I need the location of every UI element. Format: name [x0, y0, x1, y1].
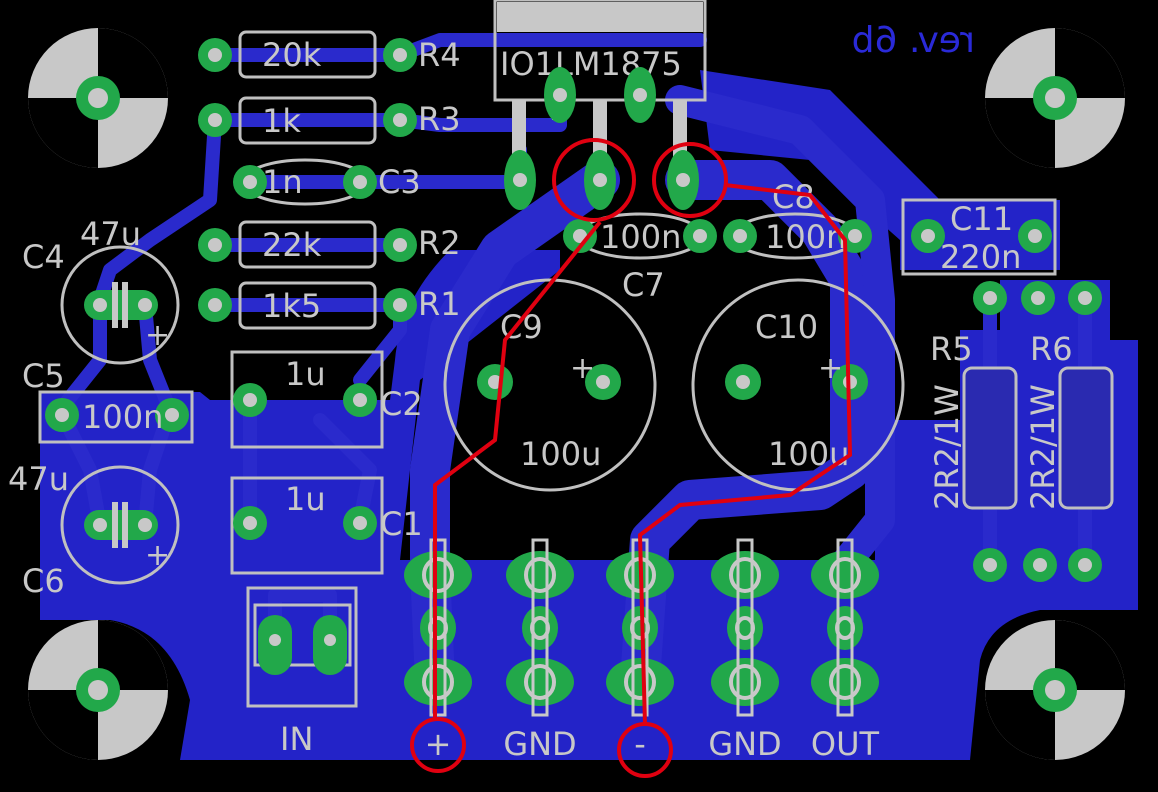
capacitor-c9: C9 100u + [443, 278, 657, 492]
svg-text:2R2/1W: 2R2/1W [1024, 384, 1062, 510]
svg-text:C8: C8 [772, 178, 815, 216]
terminal-label: + [425, 725, 452, 763]
svg-text:C3: C3 [378, 163, 421, 201]
svg-text:1u: 1u [285, 480, 326, 518]
mounting-hole-bottom-left [28, 620, 168, 760]
positive-rail-path [433, 220, 602, 720]
svg-text:+: + [145, 538, 170, 573]
resistor-r2: 22k R2 [198, 220, 461, 269]
terminal-4: GND [708, 538, 782, 763]
svg-text:+: + [145, 318, 170, 353]
svg-text:47u: 47u [80, 215, 141, 253]
capacitor-c8: 100n C8 [723, 178, 872, 260]
svg-text:R4: R4 [418, 36, 461, 74]
capacitor-c3: 1n C3 [233, 158, 421, 206]
capacitor-c11: C11 220n [901, 198, 1057, 276]
svg-text:1n: 1n [262, 163, 303, 201]
svg-text:1k5: 1k5 [262, 287, 321, 325]
terminal-2: GND [503, 538, 577, 763]
ic-pin-positive-highlight [552, 138, 636, 222]
svg-text:C5: C5 [22, 357, 65, 395]
svg-text:C6: C6 [22, 562, 65, 600]
red-annotations [410, 138, 853, 778]
mounting-hole-top-right [985, 28, 1125, 168]
svg-text:100u: 100u [520, 435, 601, 473]
svg-text:C1: C1 [380, 505, 423, 543]
svg-text:IN: IN [280, 720, 313, 758]
capacitor-c5: 100n C5 [22, 357, 194, 444]
capacitor-c7: 100n C7 [563, 212, 717, 304]
terminal-blocks: + GND - GND OUT [404, 538, 880, 763]
svg-text:100n: 100n [600, 218, 681, 256]
capacitor-c6: 47u C6 + [8, 460, 180, 600]
terminal-label: OUT [811, 725, 880, 763]
terminal-label: GND [503, 725, 576, 763]
svg-text:20k: 20k [262, 36, 322, 74]
svg-text:+: + [818, 351, 843, 386]
svg-text:220n: 220n [940, 238, 1021, 276]
svg-text:R2: R2 [418, 224, 461, 262]
resistor-r4: 20k R4 [198, 30, 461, 79]
svg-text:R3: R3 [418, 100, 461, 138]
ic-heatsink-tab [497, 2, 703, 32]
resistor-r3: 1k R3 [198, 96, 461, 145]
svg-text:C2: C2 [380, 385, 423, 423]
svg-text:C10: C10 [755, 308, 818, 346]
capacitor-c1: 1u C1 [230, 476, 423, 575]
svg-text:22k: 22k [262, 226, 322, 264]
svg-text:C4: C4 [22, 238, 65, 276]
revision-label: rev. 6b [852, 20, 975, 61]
terminal-label: GND [708, 725, 781, 763]
resistor-r6: R6 2R2/1W [1021, 281, 1114, 582]
terminal-label: - [634, 725, 646, 763]
ic-pin-negative-highlight [652, 142, 728, 218]
terminal-1: + [404, 538, 472, 763]
svg-text:1u: 1u [285, 355, 326, 393]
svg-text:1k: 1k [262, 102, 301, 140]
svg-text:R5: R5 [930, 330, 973, 368]
svg-text:R1: R1 [418, 285, 461, 323]
ic-label: IO1LM1875 [500, 45, 682, 83]
resistor-r5: R5 2R2/1W [928, 281, 1018, 582]
capacitor-c2: 1u C2 [230, 350, 423, 449]
negative-rail-path [637, 183, 853, 726]
resistor-r1: 1k5 R1 [198, 281, 461, 330]
capacitor-c4: 47u C4 + [22, 215, 180, 365]
svg-text:100u: 100u [768, 435, 849, 473]
mounting-hole-bottom-right [985, 620, 1125, 760]
svg-text:100n: 100n [82, 398, 163, 436]
svg-text:47u: 47u [8, 460, 69, 498]
terminal-positive-highlight [410, 717, 466, 773]
svg-text:C7: C7 [622, 266, 665, 304]
terminal-5: OUT [811, 538, 880, 763]
input-connector: IN [246, 586, 358, 758]
mounting-hole-top-left [28, 28, 168, 168]
svg-text:+: + [570, 351, 595, 386]
svg-text:R6: R6 [1030, 330, 1073, 368]
svg-text:C11: C11 [950, 200, 1013, 238]
ic-pins [504, 67, 699, 210]
svg-text:2R2/1W: 2R2/1W [928, 384, 966, 510]
